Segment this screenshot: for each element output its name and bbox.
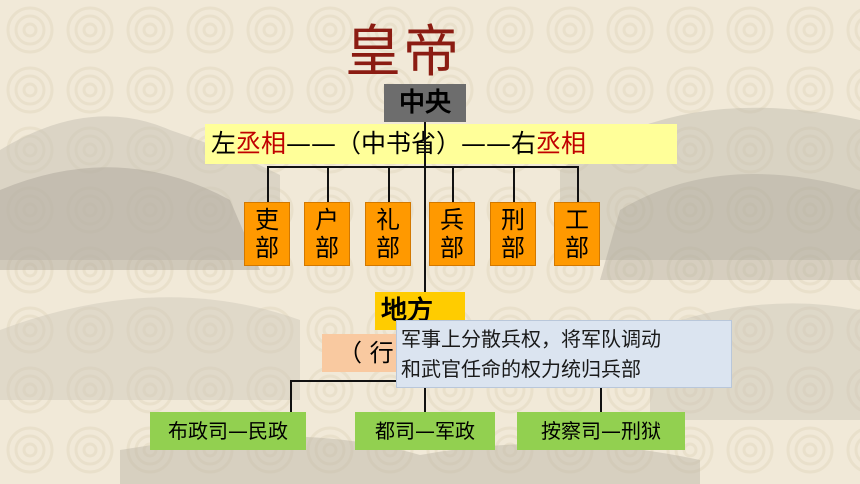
ministry-justice: 刑部	[490, 202, 536, 266]
trunk-line	[424, 122, 426, 336]
dept-drop-line	[327, 166, 329, 202]
office-civil-administration: 布政司—民政	[150, 412, 306, 450]
ministry-revenue: 户部	[304, 202, 350, 266]
ministry-works: 工部	[554, 202, 600, 266]
dept-char: 刑	[501, 206, 525, 234]
left-chancellor-text: 丞相	[236, 129, 287, 158]
ministry-war: 兵部	[429, 202, 475, 266]
dept-char: 部	[255, 234, 279, 262]
province-label: （ 行	[322, 334, 402, 372]
dept-char: 吏	[255, 206, 279, 234]
dept-char: 礼	[376, 206, 400, 234]
office-drop-line	[290, 380, 292, 412]
office-drop-line	[600, 380, 602, 412]
ministry-personnel: 吏部	[244, 202, 290, 266]
war-ministry-note: 军事上分散兵权，将军队调动 和武官任命的权力统归兵部	[396, 320, 732, 388]
dept-drop-line	[577, 166, 579, 202]
dept-char: 部	[315, 234, 339, 262]
dept-char: 部	[565, 234, 589, 262]
note-line-2: 和武官任命的权力统归兵部	[401, 357, 641, 381]
dept-char: 部	[440, 234, 464, 262]
central-label: 中央	[384, 84, 466, 122]
office-judicial-surveillance: 按察司—刑狱	[517, 412, 685, 450]
dept-char: 户	[315, 206, 339, 234]
dept-char: 兵	[440, 206, 464, 234]
dept-branch-line	[267, 166, 579, 168]
right-chancellor-text: 丞相	[536, 129, 587, 158]
secretariat-text: ——（中书省）——右	[286, 129, 537, 158]
dept-char: 部	[376, 234, 400, 262]
ministry-rites: 礼部	[365, 202, 411, 266]
dept-drop-line	[267, 166, 269, 202]
office-military-command: 都司—军政	[355, 412, 495, 450]
dept-drop-line	[452, 166, 454, 202]
dept-drop-line	[388, 166, 390, 202]
chancellors-bar: 左丞相——（中书省）——右丞相	[205, 124, 677, 164]
left-prefix: 左	[211, 129, 237, 158]
dept-char: 工	[565, 206, 589, 234]
dept-drop-line	[513, 166, 515, 202]
office-drop-line	[424, 380, 426, 412]
note-line-1: 军事上分散兵权，将军队调动	[401, 327, 661, 351]
emperor-title: 皇帝	[345, 20, 461, 85]
dept-char: 部	[501, 234, 525, 262]
